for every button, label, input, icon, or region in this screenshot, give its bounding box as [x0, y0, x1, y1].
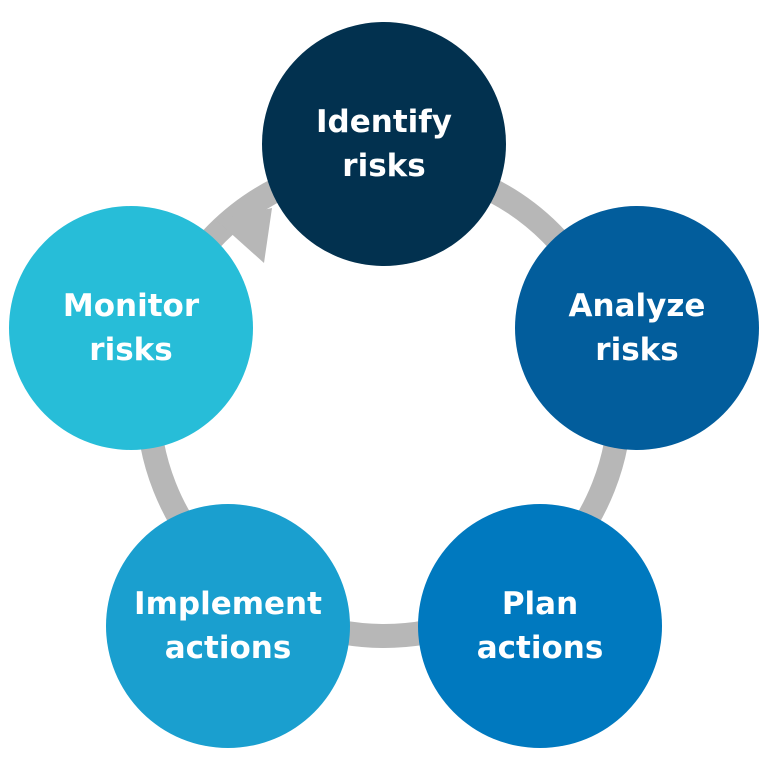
step-analyze-risks: Analyze risks — [515, 206, 759, 450]
step-label-line2: risks — [342, 148, 426, 184]
step-implement-actions: Implement actions — [106, 504, 350, 748]
step-identify-risks: Identify risks — [262, 22, 506, 266]
step-label-line1: Analyze — [568, 288, 706, 324]
step-label-line2: risks — [89, 332, 173, 368]
step-label-line1: Implement — [134, 586, 322, 622]
cycle-arrow-icon — [216, 208, 272, 263]
step-label-line2: actions — [164, 630, 292, 666]
step-label-line1: Plan — [501, 586, 579, 622]
step-label-line2: risks — [595, 332, 679, 368]
step-plan-actions: Plan actions — [418, 504, 662, 748]
step-label-line2: actions — [476, 630, 604, 666]
step-monitor-risks: Monitor risks — [9, 206, 253, 450]
step-label-line1: Monitor — [62, 288, 200, 324]
step-label-line1: Identify — [316, 104, 452, 140]
